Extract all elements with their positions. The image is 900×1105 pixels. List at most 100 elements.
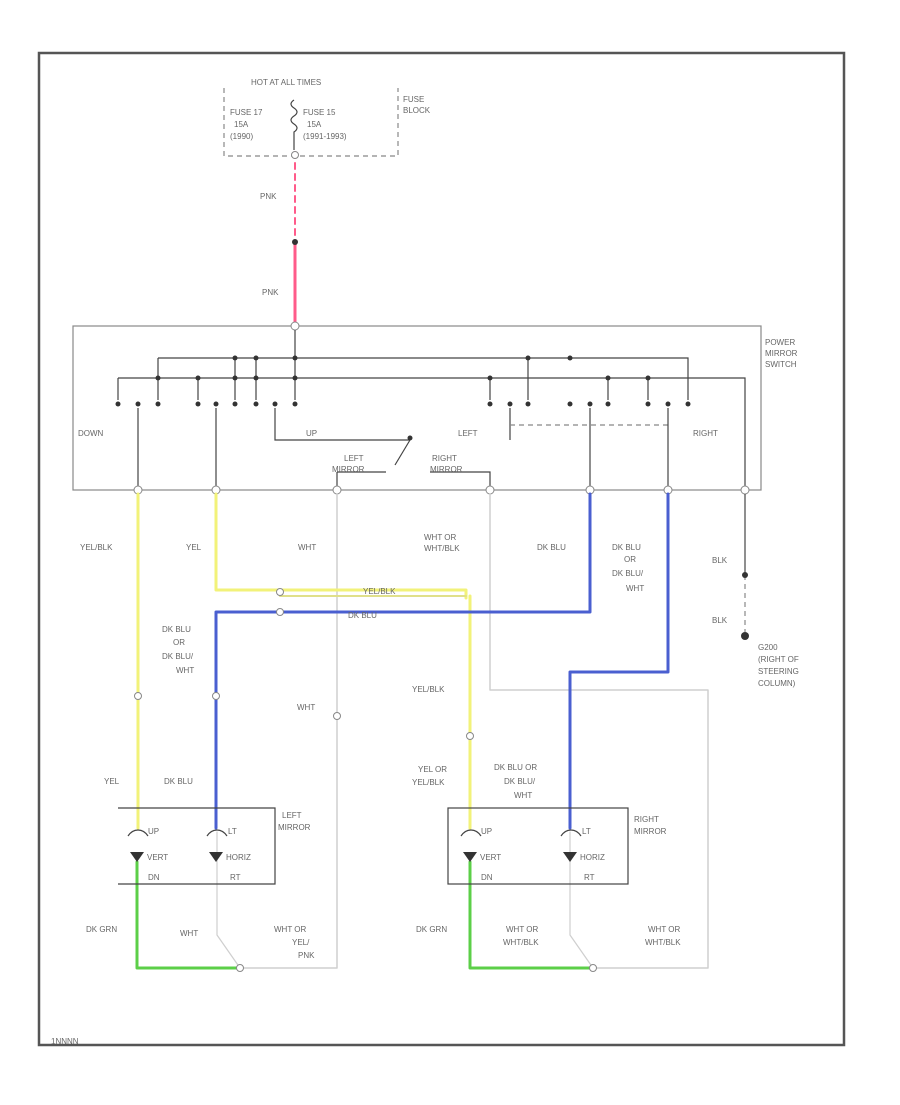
fuse-symbol (290, 99, 298, 150)
switch-name-3: SWITCH (765, 360, 797, 369)
selector-switch-arm (394, 439, 411, 466)
wire-label: DK BLU OR (494, 763, 537, 772)
fuse-17-label: FUSE 17 (230, 108, 263, 117)
connector (333, 712, 341, 720)
wht-left-common-wire (239, 493, 338, 969)
junction (253, 375, 259, 381)
junction (232, 355, 238, 361)
contact (487, 401, 493, 407)
junction (525, 355, 531, 361)
wht-left-horiz-wire (216, 831, 241, 969)
junction (487, 375, 493, 381)
right-mirror: RIGHT MIRROR UP LT VERT HORIZ DN RT (447, 807, 667, 885)
wire-label: DK BLU/ (162, 652, 194, 661)
wire-label: DK GRN (86, 925, 117, 934)
right-mirror-outline (447, 807, 629, 885)
switch-input-terminal (290, 321, 300, 331)
wire-label: DK BLU (612, 543, 641, 552)
switch-left-mirror-1: LEFT (344, 454, 364, 463)
switch-junctions (155, 355, 651, 381)
blk-splice (742, 572, 748, 578)
junction (292, 375, 298, 381)
horiz-motor-icon (209, 852, 223, 862)
horiz-motor-icon (563, 852, 577, 862)
contact (605, 401, 611, 407)
wire-label: YEL/BLK (363, 587, 396, 596)
wire-label: WHT (176, 666, 194, 675)
left-mirror-outline (118, 807, 276, 885)
pink-splice (292, 239, 298, 245)
dk-blu-right-lt-wire (568, 492, 670, 830)
wire-label: DK BLU (164, 777, 193, 786)
switch-name-1: POWER (765, 338, 795, 347)
left-horiz-label: HORIZ (226, 853, 251, 862)
contact (292, 401, 298, 407)
wire-label: WHT OR (506, 925, 539, 934)
connector (276, 608, 284, 616)
junction (645, 375, 651, 381)
fuse-output-terminal (291, 151, 299, 159)
wire-label: WHT (626, 584, 644, 593)
connector (134, 692, 142, 700)
contact (272, 401, 278, 407)
right-mirror-name-1: RIGHT (634, 815, 659, 824)
outer-frame (37, 51, 846, 1047)
fuse-block-header: HOT AT ALL TIMES (251, 78, 321, 87)
wire-label: YEL/BLK (412, 778, 445, 787)
connector (236, 964, 244, 972)
right-mirror-name-2: MIRROR (634, 827, 667, 836)
wire-label: WHT/BLK (424, 544, 460, 553)
wire-label: YEL OR (418, 765, 447, 774)
wire-label: WHT OR (648, 925, 681, 934)
switch-left-label: LEFT (458, 429, 478, 438)
terminal (740, 485, 750, 495)
lt-terminal-icon (206, 829, 228, 837)
switch-name-2: MIRROR (765, 349, 798, 358)
contact (155, 401, 161, 407)
junction (155, 375, 161, 381)
fuse-15-label: FUSE 15 (303, 108, 336, 117)
dk-grn-right-wire (468, 860, 595, 970)
dk-blu-left-lt-wire (214, 492, 592, 830)
lower-bus (118, 377, 746, 490)
left-up-label: UP (148, 827, 159, 836)
fuse-15-year: (1991-1993) (303, 132, 347, 141)
junction (605, 375, 611, 381)
fuse-block-outline (223, 88, 399, 157)
switch-right-mirror-2: MIRROR (430, 465, 463, 474)
wire-label: DK BLU (162, 625, 191, 634)
connector (589, 964, 597, 972)
contact (587, 401, 593, 407)
wire-label: WHT/BLK (645, 938, 681, 947)
contact (195, 401, 201, 407)
contact (685, 401, 691, 407)
junction (292, 355, 298, 361)
fuse-15-rating: 15A (307, 120, 322, 129)
fuse-17-rating: 15A (234, 120, 249, 129)
wire-label: YEL (186, 543, 202, 552)
power-mirror-switch: POWER MIRROR SWITCH (72, 321, 798, 495)
contact (213, 401, 219, 407)
wire-label: WHT OR (424, 533, 457, 542)
switch-down-label: DOWN (78, 429, 104, 438)
switch-contacts (115, 401, 691, 407)
wire-label: DK BLU (348, 611, 377, 620)
wire-label: WHT (298, 543, 316, 552)
wht-blk-right-common-wire (489, 493, 709, 969)
wire-label: WHT (514, 791, 532, 800)
switch-outline (72, 325, 762, 491)
right-lt-label: LT (582, 827, 591, 836)
right-vert-label: VERT (480, 853, 501, 862)
switch-left-mirror-2: MIRROR (332, 465, 365, 474)
vert-motor-icon (463, 852, 477, 862)
contact (135, 401, 141, 407)
ground-label-4: COLUMN) (758, 679, 796, 688)
wire-label: WHT/BLK (503, 938, 539, 947)
blk-label-2: BLK (712, 616, 728, 625)
left-mirror: LEFT MIRROR UP LT VERT HORIZ DN RT (118, 807, 311, 885)
left-mirror-name-2: MIRROR (278, 823, 311, 832)
terminal (485, 485, 495, 495)
junction (195, 375, 201, 381)
wire-label: DK GRN (416, 925, 447, 934)
